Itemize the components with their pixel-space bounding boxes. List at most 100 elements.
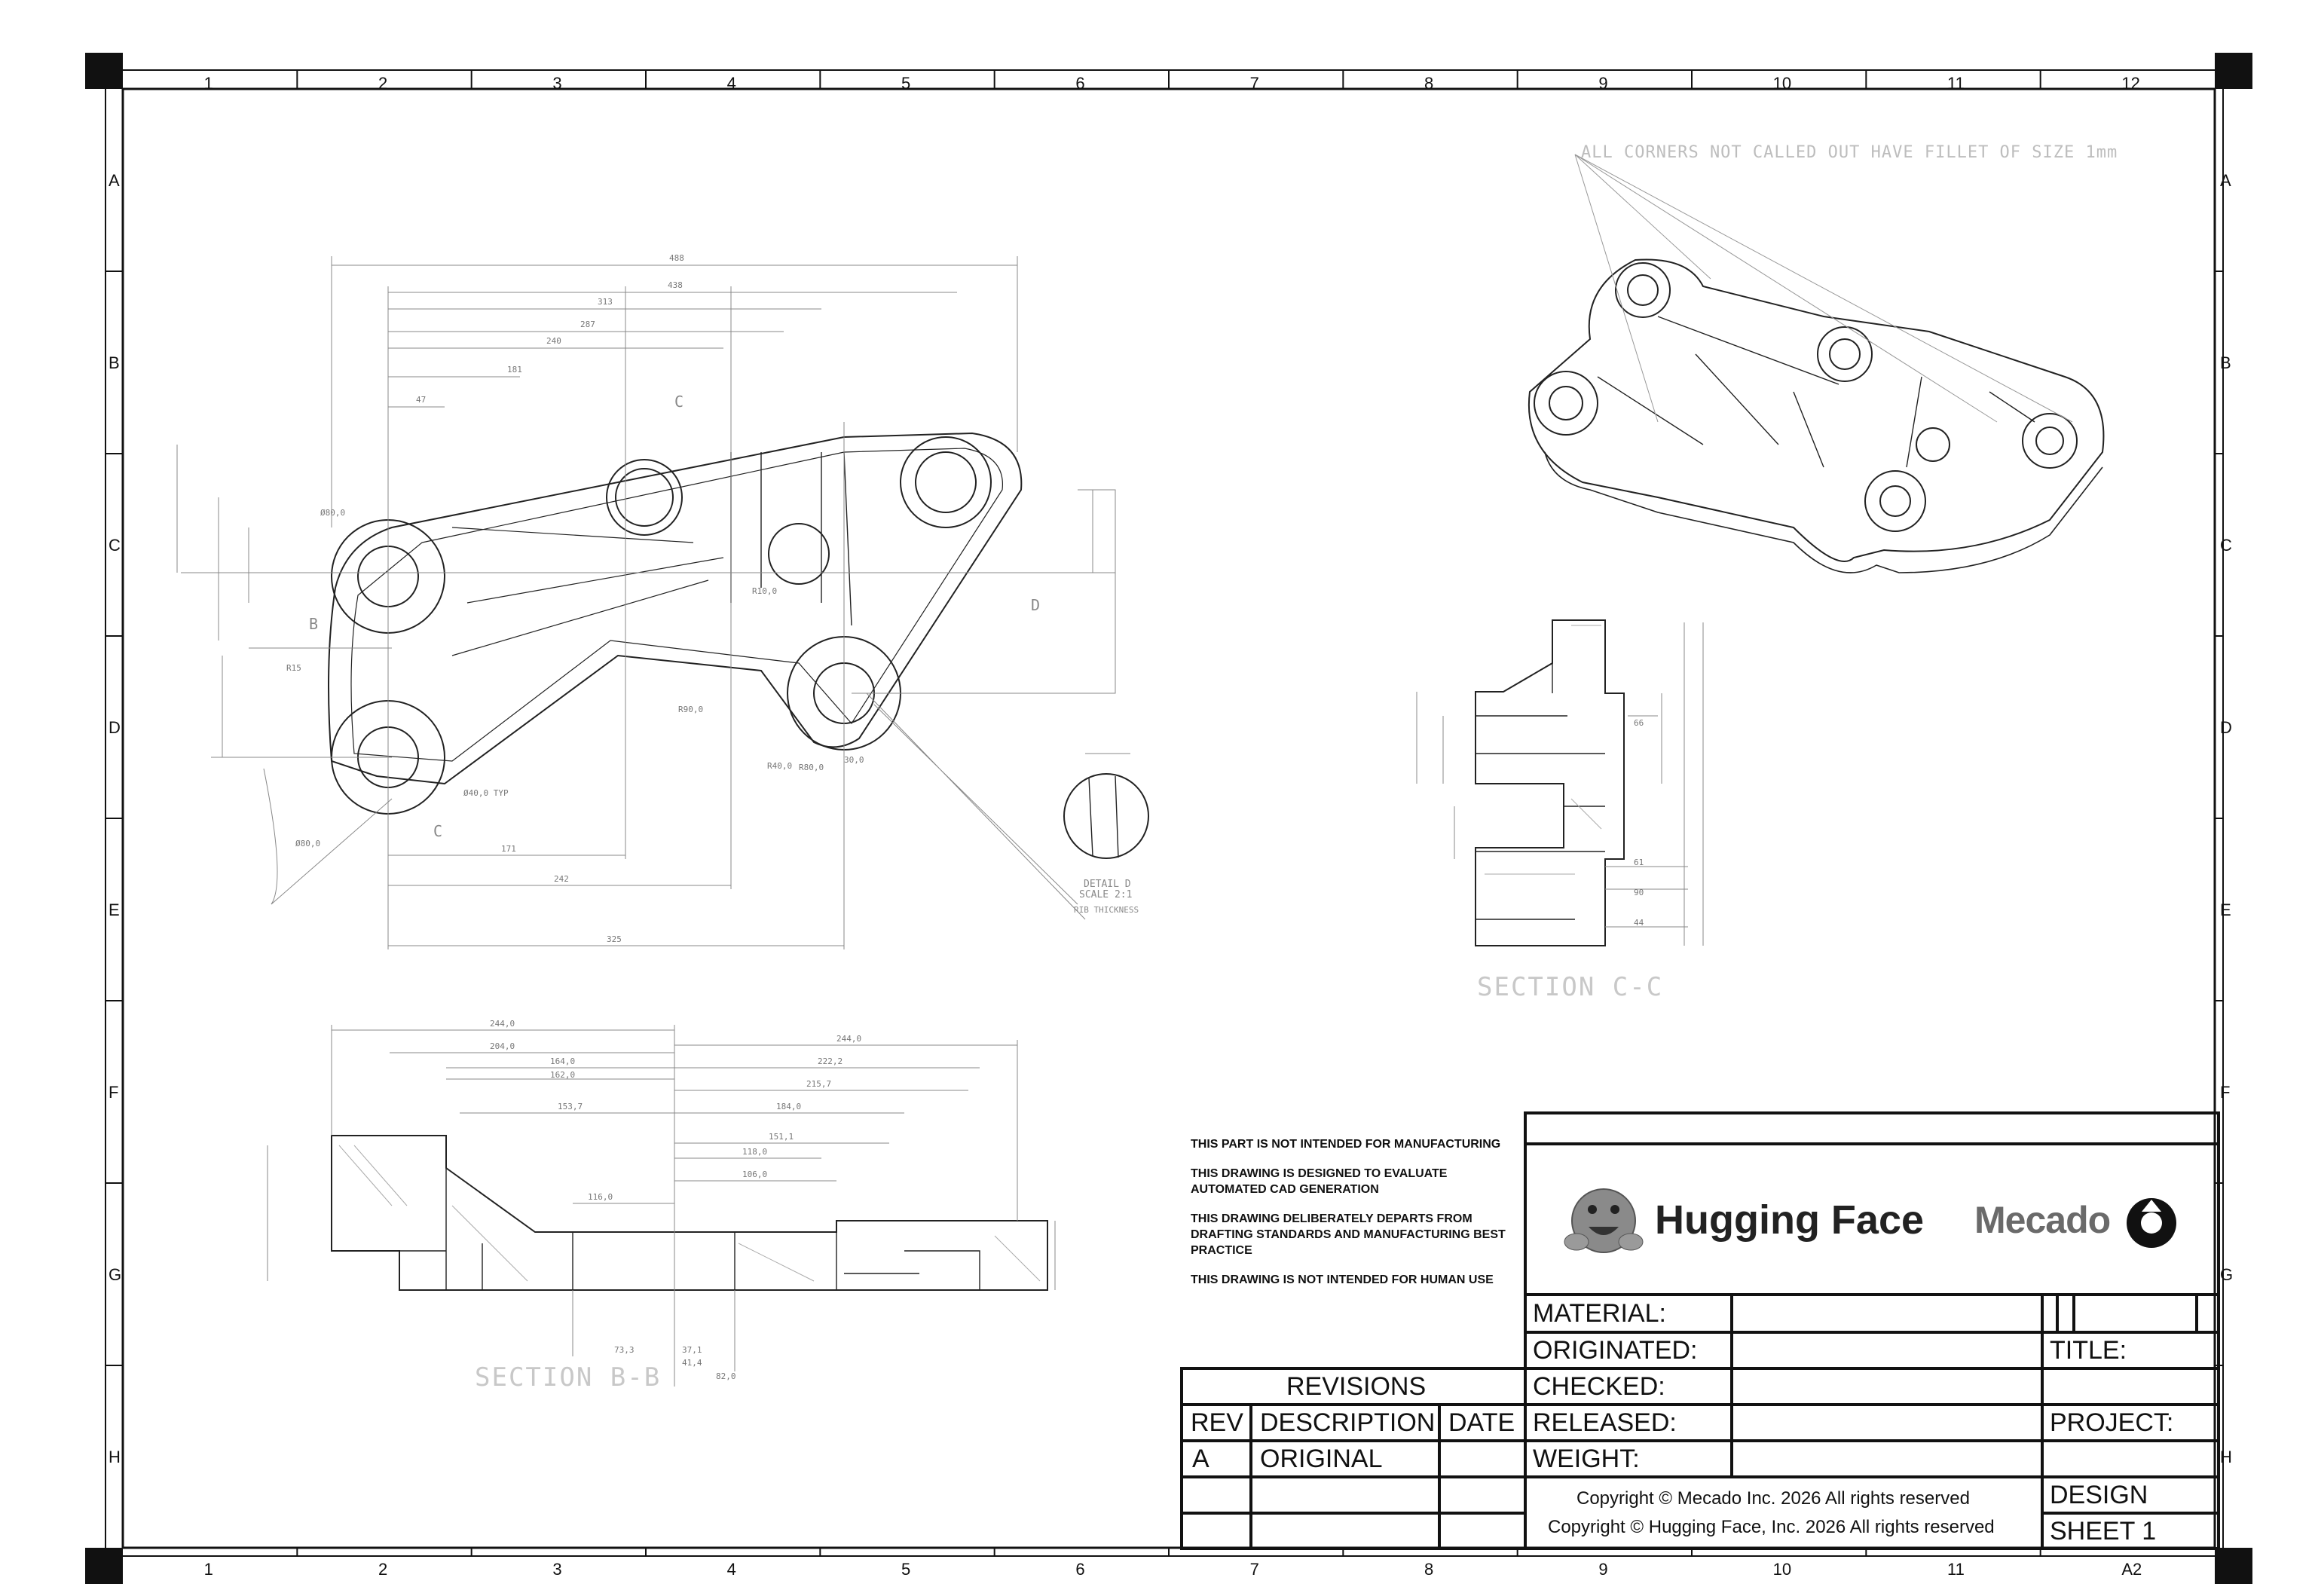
brand-hugging-face: Hugging Face xyxy=(1655,1197,1925,1243)
svg-text:215,7: 215,7 xyxy=(806,1079,831,1089)
svg-text:153,7: 153,7 xyxy=(558,1102,583,1111)
col-label-top: 4 xyxy=(726,74,736,93)
svg-text:222,2: 222,2 xyxy=(818,1056,843,1066)
mecado-logo-icon xyxy=(2127,1198,2176,1248)
row-label-left: C xyxy=(109,536,121,555)
inner-border xyxy=(121,87,2216,1549)
svg-text:30,0: 30,0 xyxy=(844,755,864,765)
revision-row-description: ORIGINAL xyxy=(1260,1445,1383,1473)
front-dim-text: 488 438 313 287 240 181 47 171 242 325 Ø… xyxy=(286,253,864,944)
svg-text:171: 171 xyxy=(501,844,516,854)
cut-c-bottom: C xyxy=(433,822,442,840)
svg-text:151,1: 151,1 xyxy=(769,1132,794,1142)
corner-mark xyxy=(2215,53,2252,89)
released-label: RELEASED: xyxy=(1533,1408,1677,1437)
row-label-left: A xyxy=(109,171,120,190)
col-label-bottom: 4 xyxy=(726,1560,736,1579)
col-label-bottom: 6 xyxy=(1075,1560,1085,1579)
col-label-top: 1 xyxy=(203,74,213,93)
row-label-left: E xyxy=(109,900,120,919)
row-label-right: E xyxy=(2220,900,2231,919)
corner-mark xyxy=(85,1548,123,1584)
revision-row-rev: A xyxy=(1192,1445,1209,1473)
title-label: TITLE: xyxy=(2050,1336,2127,1365)
svg-text:Ø80,0: Ø80,0 xyxy=(295,839,320,848)
svg-text:R15: R15 xyxy=(286,663,301,673)
section-cc-title: SECTION C-C xyxy=(1477,972,1664,1002)
col-label-bottom: 3 xyxy=(552,1560,562,1579)
design-label: DESIGN xyxy=(2050,1481,2148,1509)
col-label-top: 9 xyxy=(1598,74,1608,93)
hugging-face-logo-icon xyxy=(1564,1188,1644,1253)
section-cc-dim-text: 66 61 90 44 xyxy=(1634,718,1644,928)
col-label-bottom: 9 xyxy=(1598,1560,1608,1579)
section-cc-view xyxy=(1475,619,1625,946)
section-bb-title: SECTION B-B xyxy=(475,1362,662,1393)
weight-label: WEIGHT: xyxy=(1533,1445,1640,1473)
isometric-view xyxy=(1528,258,2105,573)
svg-text:R10,0: R10,0 xyxy=(752,586,777,596)
svg-text:90: 90 xyxy=(1634,888,1644,897)
note-1: THIS PART IS NOT INTENDED FOR MANUFACTUR… xyxy=(1191,1138,1501,1151)
svg-text:R80,0: R80,0 xyxy=(799,763,824,772)
svg-text:287: 287 xyxy=(580,320,595,329)
col-label-top: 11 xyxy=(1947,74,1965,93)
col-label-bottom: 7 xyxy=(1249,1560,1259,1579)
section-bb-view xyxy=(331,1135,1048,1291)
col-label-top: 10 xyxy=(1772,74,1792,93)
row-label-right: H xyxy=(2220,1448,2232,1466)
grid-ticks xyxy=(106,70,2223,1556)
originated-label: ORIGINATED: xyxy=(1533,1336,1698,1365)
col-label-bottom: 2 xyxy=(378,1560,388,1579)
row-label-left: H xyxy=(109,1448,121,1466)
material-label: MATERIAL: xyxy=(1533,1299,1666,1328)
svg-text:82,0: 82,0 xyxy=(716,1371,736,1381)
col-label-bottom: 10 xyxy=(1772,1560,1792,1579)
rev-col-header: REV xyxy=(1191,1408,1243,1437)
cut-d: D xyxy=(1031,596,1040,614)
row-label-left: G xyxy=(109,1265,122,1284)
svg-text:106,0: 106,0 xyxy=(742,1169,767,1179)
svg-text:325: 325 xyxy=(607,934,622,944)
row-label-left: B xyxy=(109,353,120,372)
col-label-top: 12 xyxy=(2121,74,2140,93)
detail-scale: SCALE 2:1 xyxy=(1079,889,1132,900)
disclaimer-notes: THIS PART IS NOT INTENDED FOR MANUFACTUR… xyxy=(1191,1136,1515,1301)
sheet-label: SHEET 1 xyxy=(2050,1517,2157,1546)
col-label-top: 2 xyxy=(378,74,388,93)
col-label-bottom: 1 xyxy=(203,1560,213,1579)
row-label-right: F xyxy=(2220,1083,2231,1102)
svg-text:244,0: 244,0 xyxy=(490,1019,515,1029)
section-bb-dimension-lines xyxy=(267,1025,1056,1387)
svg-text:116,0: 116,0 xyxy=(588,1192,613,1202)
date-col-header: DATE xyxy=(1448,1408,1515,1437)
corner-mark xyxy=(85,53,123,89)
svg-text:242: 242 xyxy=(554,874,569,884)
row-label-left: D xyxy=(109,718,121,737)
detail-note: RIB THICKNESS xyxy=(1074,905,1139,915)
description-col-header: DESCRIPTION xyxy=(1260,1408,1436,1437)
col-label-top: 5 xyxy=(901,74,911,93)
col-label-top: 6 xyxy=(1075,74,1085,93)
note-3: THIS DRAWING DELIBERATELY DEPARTS FROM D… xyxy=(1191,1212,1506,1257)
copyright-mecado: Copyright © Mecado Inc. 2026 All rights … xyxy=(1576,1488,1970,1509)
detail-d-view xyxy=(1063,753,1149,859)
row-label-right: B xyxy=(2220,353,2231,372)
svg-text:R90,0: R90,0 xyxy=(678,705,703,714)
note-4: THIS DRAWING IS NOT INTENDED FOR HUMAN U… xyxy=(1191,1273,1494,1286)
outer-border xyxy=(105,69,2224,1557)
project-label: PROJECT: xyxy=(2050,1408,2174,1437)
row-label-left: F xyxy=(109,1083,119,1102)
svg-text:Ø40,0 TYP: Ø40,0 TYP xyxy=(463,788,509,798)
col-label-top: 8 xyxy=(1424,74,1434,93)
col-label-bottom: 11 xyxy=(1947,1560,1965,1579)
fillet-leaders xyxy=(1574,154,2073,423)
row-label-right: D xyxy=(2220,718,2232,737)
svg-text:313: 313 xyxy=(598,297,613,307)
row-label-right: C xyxy=(2220,536,2232,555)
svg-text:118,0: 118,0 xyxy=(742,1147,767,1157)
svg-text:47: 47 xyxy=(416,395,426,405)
col-label-bottom: 8 xyxy=(1424,1560,1434,1579)
col-label-bottom: 5 xyxy=(901,1560,911,1579)
